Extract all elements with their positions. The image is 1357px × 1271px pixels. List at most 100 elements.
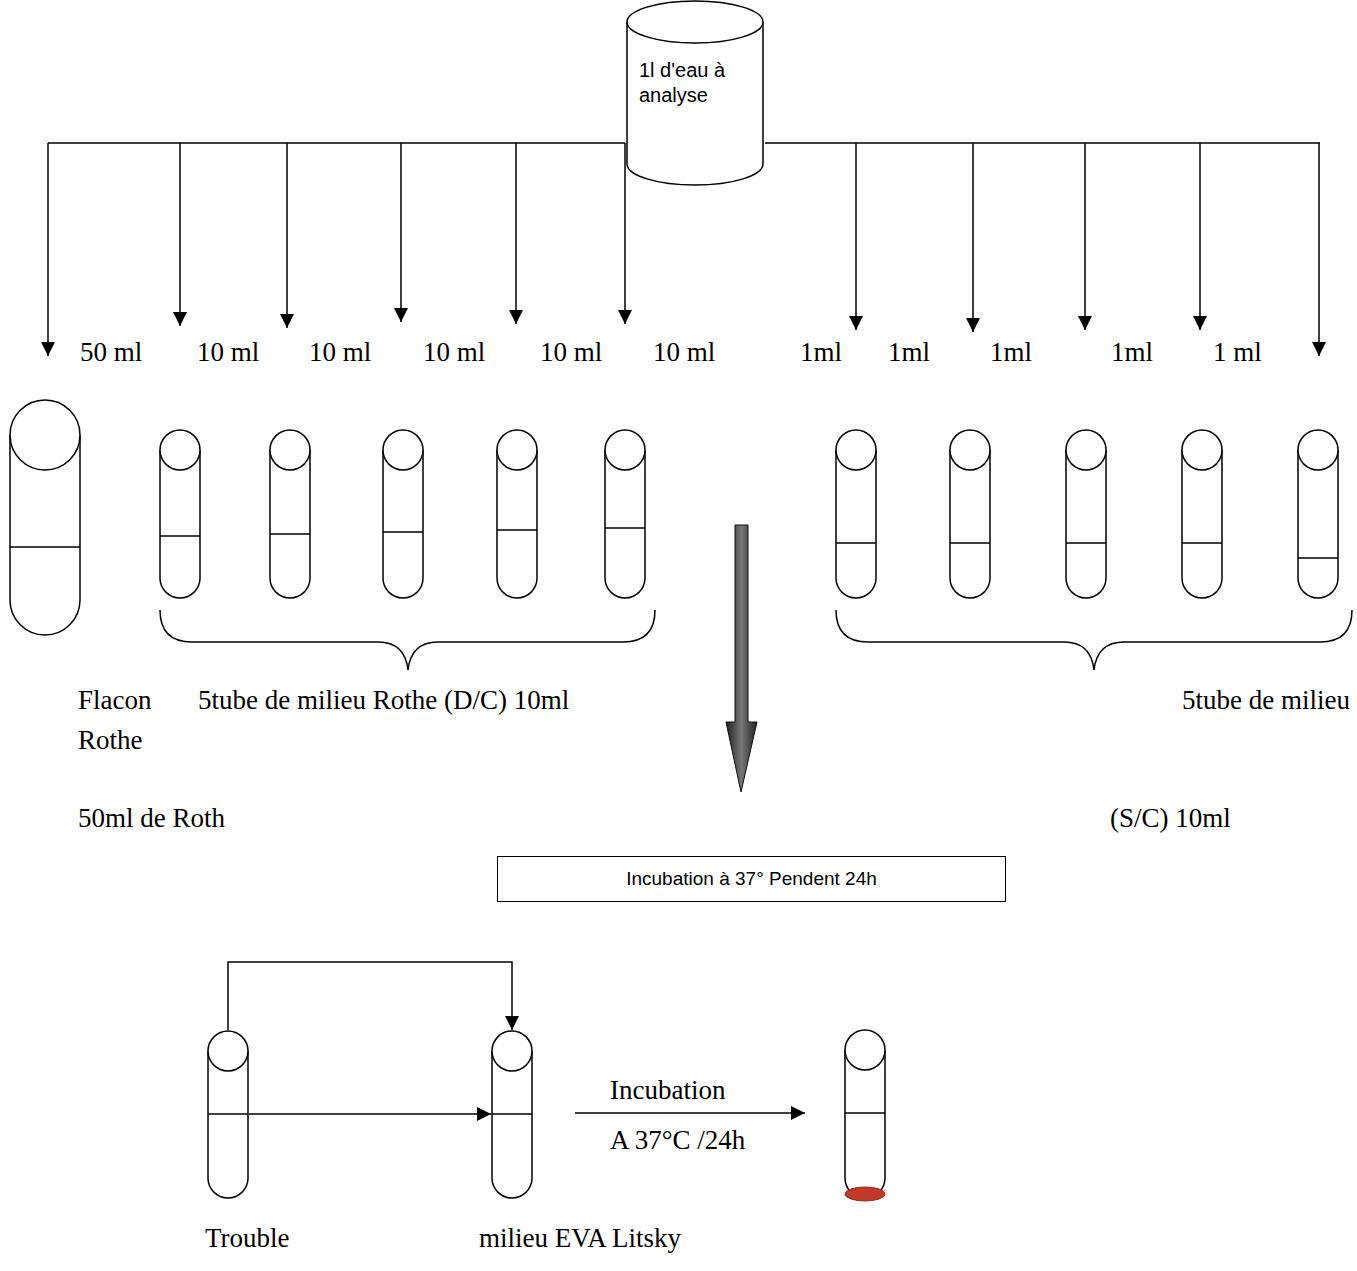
node-text: 1l d'eau à analyse (625, 58, 765, 108)
tube-mouth (383, 430, 423, 470)
tube-mouth (1298, 430, 1338, 470)
annotation: 5tube de milieu (1180, 684, 1352, 716)
liquid-level (1182, 542, 1222, 544)
annotation: Incubation (608, 1074, 727, 1106)
tube-mouth (270, 430, 310, 470)
down-arrow (1318, 143, 1320, 356)
liquid-level (845, 1112, 885, 1114)
test-tube (1182, 430, 1222, 598)
tube-mouth (605, 430, 645, 470)
down-arrow (515, 143, 517, 324)
down-arrow (179, 143, 181, 326)
tube-mouth (497, 430, 537, 470)
volume-label: 10 ml (538, 336, 604, 368)
annotation: Flacon (76, 684, 154, 716)
test-tube (950, 430, 990, 598)
liquid-level (383, 531, 423, 533)
bracket (836, 610, 1352, 670)
feed-line (765, 142, 1320, 144)
test-tube: milieu EVA Litsky (491, 1030, 533, 1198)
liquid-level (497, 529, 537, 531)
tube-caption: milieu EVA Litsky (479, 1222, 681, 1256)
volume-label: 1ml (798, 336, 844, 368)
tube-mouth (1182, 430, 1222, 470)
tube-mouth (160, 430, 200, 470)
cylinder-top (627, 1, 763, 43)
down-arrow (1199, 143, 1201, 330)
volume-label: 50 ml (78, 336, 144, 368)
tube-mouth (492, 1031, 532, 1071)
volume-label: 1ml (988, 336, 1034, 368)
volume-label: 1 ml (1211, 336, 1264, 368)
test-tube (383, 430, 423, 598)
tube-body (605, 450, 645, 598)
test-tube (1066, 430, 1106, 598)
red-deposit (845, 1187, 885, 1201)
test-tube (270, 430, 310, 598)
test-tube (497, 430, 537, 598)
big-arrow (726, 525, 757, 792)
liquid-level (836, 542, 876, 544)
liquid-level (10, 546, 80, 548)
volume-label: 10 ml (307, 336, 373, 368)
down-arrow (47, 143, 49, 356)
liquid-level (1298, 557, 1338, 559)
node-text: Incubation à 37° Pendent 24h (626, 867, 877, 891)
tube-outline (207, 1030, 249, 1198)
down-arrow (624, 143, 626, 324)
tube-outline (491, 1030, 533, 1198)
volume-label: 10 ml (421, 336, 487, 368)
annotation: A 37°C /24h (608, 1124, 747, 1156)
volume-label: 10 ml (651, 336, 717, 368)
tube-body (1298, 450, 1338, 598)
volume-label: 1ml (886, 336, 932, 368)
process-arrow (575, 1112, 805, 1114)
tube-body (1182, 450, 1222, 598)
test-tube: Trouble (207, 1030, 249, 1198)
tube-row (836, 430, 1338, 598)
tube-body (383, 450, 423, 598)
liquid-level (208, 1113, 248, 1115)
tube-body (845, 1050, 885, 1198)
annotation: 5tube de milieu Rothe (D/C) 10ml (196, 684, 571, 716)
connector-arrow (249, 1113, 491, 1115)
tube-body (1066, 450, 1106, 598)
volume-label: 10 ml (195, 336, 261, 368)
tube-body (208, 1051, 248, 1198)
liquid-level (270, 533, 310, 535)
annotation: 50ml de Roth (76, 802, 227, 834)
down-arrow (286, 143, 288, 328)
tube-body (836, 450, 876, 598)
annotation: Rothe (76, 724, 145, 756)
tube-body (270, 450, 310, 598)
test-tube (836, 430, 876, 598)
tube-body (160, 450, 200, 598)
tube-caption: Trouble (205, 1222, 290, 1256)
tube-row (160, 430, 645, 598)
connector-arrow (228, 962, 512, 1030)
connectors (228, 962, 512, 1114)
flask-mouth (10, 400, 80, 470)
test-tube (160, 430, 200, 598)
volume-label: 1ml (1109, 336, 1155, 368)
liquid-level (1066, 542, 1106, 544)
water-container: 1l d'eau à analyse (625, 0, 765, 186)
liquid-level (605, 527, 645, 529)
tube-mouth (845, 1030, 885, 1070)
tube-mouth (1066, 430, 1106, 470)
liquid-level (950, 542, 990, 544)
tube-body (950, 450, 990, 598)
annotation: (S/C) 10ml (1108, 802, 1233, 834)
tube-body (492, 1051, 532, 1198)
tube-body (497, 450, 537, 598)
down-arrow (855, 143, 857, 330)
down-arrow (1084, 143, 1086, 330)
tube-mouth (836, 430, 876, 470)
liquid-level (492, 1113, 532, 1115)
tube-mouth (208, 1031, 248, 1071)
process-box: Incubation à 37° Pendent 24h (497, 856, 1006, 902)
bracket (160, 610, 655, 670)
liquid-level (160, 535, 200, 537)
